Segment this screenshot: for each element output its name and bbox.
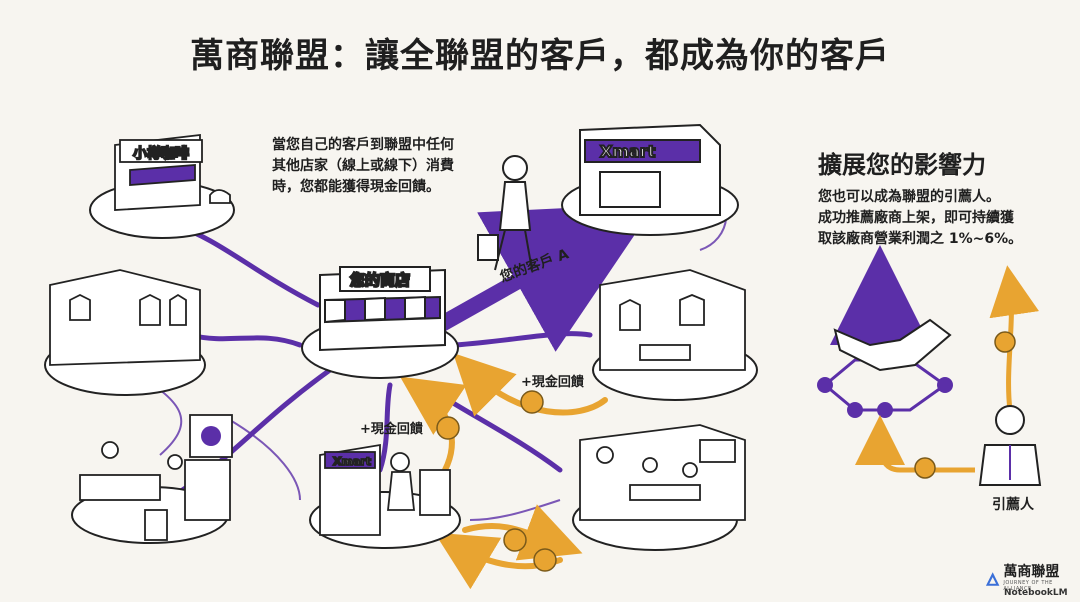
page-title: 萬商聯盟：讓全聯盟的客戶，都成為你的客戶 <box>190 36 890 76</box>
customer-a-figure <box>477 155 533 271</box>
description-line: 當您自己的客戶到聯盟中任何 <box>272 137 454 153</box>
shopping-bag-icon <box>477 234 499 261</box>
menu-board <box>144 509 168 541</box>
xmart-store: Xmart <box>579 123 721 216</box>
referral-network <box>817 245 1042 486</box>
shopper-head <box>390 452 410 472</box>
influence-heading: 擴展您的影響力 <box>818 151 986 179</box>
coin-icon <box>436 416 460 440</box>
link-xmart-to-restaurant <box>469 499 561 521</box>
link-boutique-to-store <box>452 331 593 348</box>
coffee-shop: 小樽咖啡 <box>114 133 231 211</box>
coin-icon <box>914 457 936 479</box>
brand-logo: 萬商聯盟 JOURNEY OF THE ALLIANCE <box>985 565 1080 592</box>
handshake-icon <box>833 318 952 372</box>
referral-nodes <box>817 377 953 418</box>
brand-name: 萬商聯盟 <box>1003 564 1060 580</box>
brand-tagline: JOURNEY OF THE ALLIANCE <box>1003 580 1053 592</box>
cashback-label: +現金回饋 <box>360 422 423 437</box>
referrer-label: 引薦人 <box>992 497 1034 513</box>
customer-figure <box>167 454 183 470</box>
chef-head <box>101 441 119 459</box>
influence-line: 您也可以成為聯盟的引薦人。 <box>818 189 1000 205</box>
cashback-arrow-bottom-2 <box>462 504 583 561</box>
description-text: 當您自己的客戶到聯盟中任何 其他店家（線上或線下）消費 時，您都能獲得現金回饋。 <box>272 135 522 198</box>
boutique <box>599 269 746 371</box>
cashback-arrow-boutique <box>453 353 608 417</box>
influence-line: 取該廠商營業利潤之 1%~6%。 <box>818 231 1023 247</box>
coffee-cup-icon <box>209 189 231 204</box>
description-line: 時，您都能獲得現金回饋。 <box>272 179 440 195</box>
clothing-store <box>49 269 201 366</box>
brand-logo-icon <box>985 571 1000 586</box>
cashback-label: +現金回饋 <box>521 375 584 390</box>
your-store: 您的商店 <box>319 266 446 352</box>
coin-icon <box>533 548 557 572</box>
your-store-sign-board <box>339 266 431 292</box>
xmart-kiosk: Xmart <box>319 443 451 536</box>
xmart-kiosk-sign-text: Xmart <box>333 455 371 468</box>
description-line: 其他店家（線上或線下）消費 <box>272 158 454 174</box>
notebooklm-watermark: NotebookLM <box>1004 588 1068 598</box>
coin-icon <box>520 390 544 414</box>
customer-arrow <box>436 203 656 352</box>
coin-icon <box>994 331 1016 353</box>
your-store-sign-text: 您的商店 <box>349 271 410 289</box>
referrer-return-arrow <box>855 415 975 473</box>
xmart-sign-text: Xmart <box>600 142 656 161</box>
waiter-head <box>596 446 614 464</box>
influence-line: 成功推薦廠商上架，即可持續獲 <box>818 210 1014 226</box>
coins <box>436 390 557 572</box>
link-clothing-to-store <box>187 332 303 348</box>
chef-stall <box>79 414 233 541</box>
coffee-sign-text: 小樽咖啡 <box>133 145 189 162</box>
influence-text: 您也可以成為聯盟的引薦人。 成功推薦廠商上架，即可持續獲 取該廠商營業利潤之 1… <box>818 187 1068 250</box>
coffee-sign-board <box>119 139 203 163</box>
restaurant <box>579 424 746 521</box>
coin-icon <box>503 528 527 552</box>
link-xmart-to-store <box>377 382 393 473</box>
referrer-figure <box>978 405 1042 486</box>
link-chef-to-xmart <box>229 419 301 501</box>
